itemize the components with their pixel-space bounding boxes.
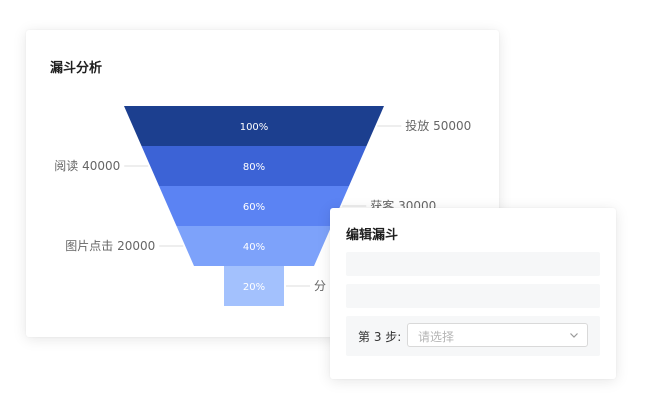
select-placeholder: 请选择 [418,330,455,344]
chevron-down-icon [570,333,578,338]
funnel-stage-percent: 20% [243,282,265,293]
funnel-card-title: 漏斗分析 [50,61,103,76]
step-2-row[interactable] [346,284,600,308]
funnel-stage-label: 图片点击 20000 [65,239,155,253]
funnel-stage-4 [176,226,332,266]
funnel-stage-label: 投放 50000 [405,118,471,133]
funnel-stage-percent: 80% [243,162,265,173]
step-3-row: 第 3 步: 请选择 [346,316,600,356]
step-3-select[interactable]: 请选择 [407,323,588,347]
funnel-stage-label: 分 [314,279,326,293]
funnel-stage-1 [124,106,384,146]
funnel-stage-5 [224,266,284,306]
funnel-stage-percent: 60% [243,202,265,213]
funnel-stage-percent: 100% [240,122,269,133]
funnel-stage-percent: 40% [243,242,265,253]
step-1-row[interactable] [346,252,600,276]
edit-panel-title: 编辑漏斗 [346,228,399,243]
step-3-label: 第 3 步: [358,330,402,344]
funnel-stage-label: 阅读 40000 [54,159,120,173]
funnel-stage-3 [159,186,349,226]
edit-funnel-panel: 编辑漏斗 第 3 步: 请选择 [330,208,616,379]
funnel-stage-2 [141,146,367,186]
